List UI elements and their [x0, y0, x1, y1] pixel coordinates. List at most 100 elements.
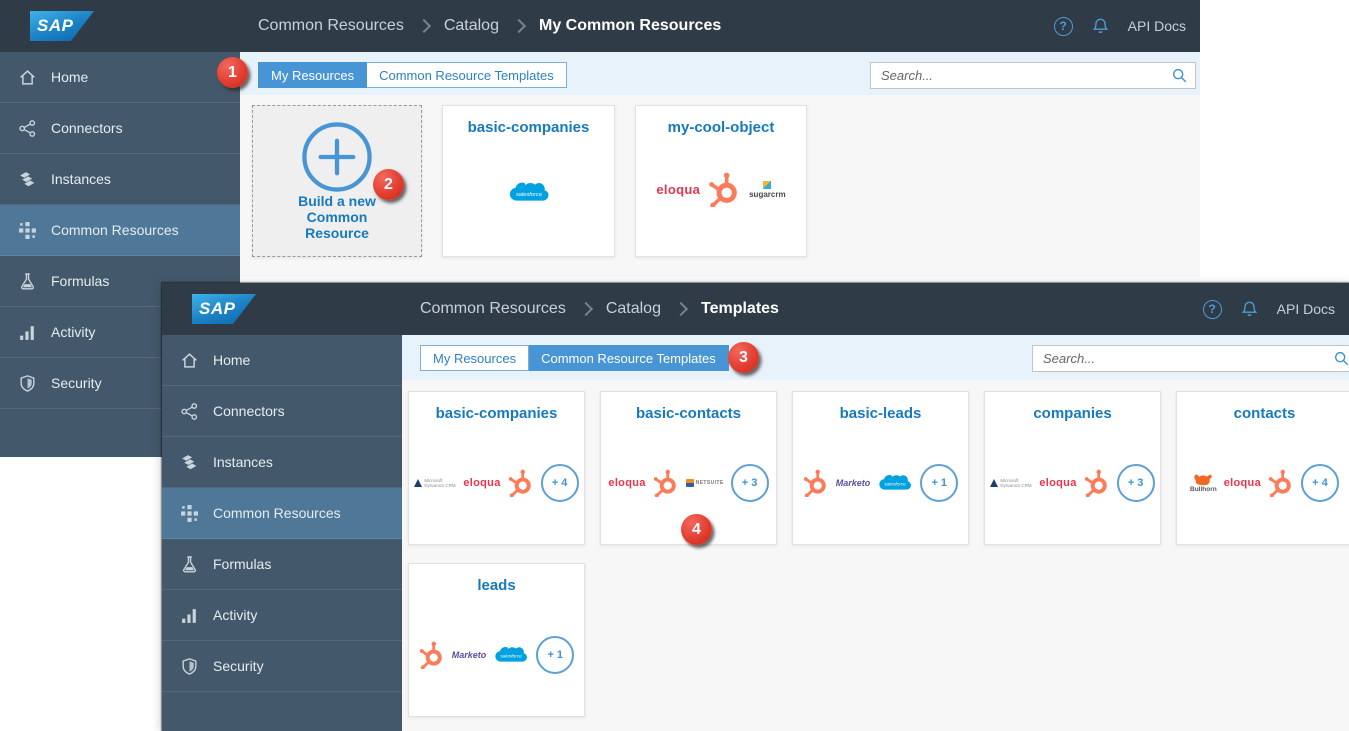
breadcrumb-common-resources[interactable]: Common Resources — [420, 300, 566, 317]
template-card-leads[interactable]: leads Marketo salesforce + 1 — [408, 563, 585, 717]
tab-common-resource-templates[interactable]: Common Resource Templates — [367, 62, 567, 88]
tab-common-resource-templates[interactable]: Common Resource Templates — [529, 345, 729, 371]
sidebar-nav: Home Connectors Instances Common Resourc… — [162, 335, 402, 731]
template-card-contacts[interactable]: contacts Bullhorn eloqua + 4 — [1176, 391, 1349, 545]
api-docs-link[interactable]: API Docs — [1276, 301, 1335, 317]
dynamics-crm-icon — [990, 479, 999, 487]
sidebar-item-label: Security — [51, 375, 102, 391]
bullhorn-logo-text: Bullhorn — [1190, 486, 1217, 493]
search-icon[interactable] — [1333, 350, 1349, 367]
breadcrumb-common-resources[interactable]: Common Resources — [258, 17, 404, 34]
hubspot-logo — [1268, 469, 1291, 497]
sidebar-item-activity[interactable]: Activity — [162, 590, 402, 641]
step-1-annotation: 1 — [217, 57, 248, 88]
salesforce-logo: salesforce — [879, 474, 912, 490]
bullhorn-logo: Bullhorn — [1190, 473, 1217, 493]
sidebar-item-home[interactable]: Home — [162, 335, 402, 386]
sidebar-nav: Home Connectors Instances Common Resourc… — [0, 52, 240, 457]
chevron-right-icon — [578, 301, 593, 316]
resource-card-my-cool-object[interactable]: my-cool-object eloqua sugarcrm — [635, 105, 807, 257]
notifications-bell-icon[interactable] — [1240, 300, 1259, 319]
instances-icon — [17, 169, 37, 189]
sidebar-item-security[interactable]: Security — [0, 358, 240, 409]
more-connectors-badge: + 1 — [536, 636, 575, 674]
sidebar-item-home[interactable]: Home — [0, 52, 240, 103]
sidebar-item-label: Connectors — [51, 120, 123, 136]
breadcrumb-catalog[interactable]: Catalog — [605, 300, 661, 317]
sidebar-item-connectors[interactable]: Connectors — [162, 386, 402, 437]
eloqua-logo: eloqua — [1223, 477, 1261, 489]
templates-grid: basic-companies Microsoft Dynamics CRM e… — [402, 380, 1349, 731]
bullhorn-icon — [1194, 474, 1213, 486]
search-box — [1032, 345, 1349, 372]
sidebar-item-label: Security — [213, 658, 264, 674]
tab-my-resources[interactable]: My Resources — [420, 345, 530, 371]
sidebar-item-instances[interactable]: Instances — [162, 437, 402, 488]
hubspot-logo — [709, 172, 737, 207]
notifications-bell-icon[interactable] — [1091, 17, 1110, 36]
sidebar-item-formulas[interactable]: Formulas — [162, 539, 402, 590]
eloqua-logo: eloqua — [608, 477, 646, 489]
more-connectors-badge: + 4 — [1300, 464, 1339, 502]
sidebar-item-common-resources[interactable]: Common Resources — [0, 205, 240, 256]
more-connectors-badge: + 1 — [920, 464, 959, 502]
help-icon[interactable]: ? — [1202, 299, 1222, 319]
hubspot-logo — [653, 469, 676, 497]
breadcrumb-current: Templates — [700, 300, 779, 317]
sidebar-item-label: Instances — [51, 171, 111, 187]
activity-icon — [179, 605, 199, 625]
breadcrumb-catalog[interactable]: Catalog — [443, 17, 499, 34]
api-docs-link[interactable]: API Docs — [1127, 18, 1186, 34]
card-title: basic-companies — [435, 405, 558, 422]
salesforce-logo: salesforce — [495, 646, 528, 662]
netsuite-icon — [685, 479, 694, 487]
sidebar-item-label: Formulas — [213, 556, 272, 572]
tab-my-resources[interactable]: My Resources — [258, 62, 368, 88]
sidebar-item-instances[interactable]: Instances — [0, 154, 240, 205]
template-card-basic-leads[interactable]: basic-leads Marketo salesforce + 1 — [792, 391, 969, 545]
chevron-right-icon — [511, 18, 527, 33]
hubspot-logo — [1084, 469, 1107, 497]
sidebar-item-connectors[interactable]: Connectors — [0, 103, 240, 154]
search-box — [870, 62, 1196, 89]
sugarcrm-logo-text: sugarcrm — [749, 189, 786, 199]
sidebar-item-common-resources[interactable]: Common Resources — [162, 488, 402, 539]
sap-logo: SAP — [192, 294, 256, 324]
sugarcrm-logo: sugarcrm — [749, 180, 786, 199]
sidebar-item-label: Activity — [213, 607, 258, 623]
card-title: basic-contacts — [635, 405, 742, 422]
netsuite-logo: NETSUITE — [685, 479, 724, 487]
sidebar-item-label: Common Resources — [51, 222, 179, 238]
top-header: SAP Common Resources Catalog Templates ?… — [162, 283, 1349, 335]
search-input[interactable] — [1033, 351, 1333, 366]
security-icon — [17, 373, 37, 393]
template-card-basic-companies[interactable]: basic-companies Microsoft Dynamics CRM e… — [408, 391, 585, 545]
step-3-annotation: 3 — [728, 342, 759, 373]
sidebar-item-formulas[interactable]: Formulas — [0, 256, 240, 307]
chevron-right-icon — [416, 18, 431, 33]
salesforce-logo-text: salesforce — [885, 482, 907, 487]
instances-icon — [179, 452, 199, 472]
resource-card-basic-companies[interactable]: basic-companies salesforce — [442, 105, 615, 257]
tabs: My Resources Common Resource Templates — [258, 62, 567, 88]
screenshot-templates: SAP Common Resources Catalog Templates ?… — [162, 283, 1349, 731]
sidebar-item-label: Home — [51, 69, 89, 85]
common-resources-icon — [179, 503, 199, 523]
build-card-label-line: Common — [306, 209, 368, 225]
help-icon[interactable]: ? — [1053, 16, 1073, 36]
home-icon — [179, 350, 199, 370]
breadcrumb-current: My Common Resources — [538, 17, 722, 34]
search-input[interactable] — [871, 68, 1171, 83]
sidebar-item-security[interactable]: Security — [162, 641, 402, 692]
sidebar-item-label: Formulas — [51, 273, 110, 289]
sidebar-item-activity[interactable]: Activity — [0, 307, 240, 358]
template-card-companies[interactable]: companies Microsoft Dynamics CRM eloqua … — [984, 391, 1161, 545]
chevron-right-icon — [673, 301, 689, 316]
top-header: SAP Common Resources Catalog My Common R… — [0, 0, 1200, 52]
sidebar-item-label: Activity — [51, 324, 96, 340]
dynamics-crm-logo-text: Microsoft Dynamics CRM — [1000, 477, 1032, 488]
build-card-label-line: Build a new — [298, 193, 376, 209]
search-icon[interactable] — [1171, 67, 1188, 84]
card-title: companies — [1033, 405, 1112, 422]
connectors-icon — [179, 401, 199, 421]
